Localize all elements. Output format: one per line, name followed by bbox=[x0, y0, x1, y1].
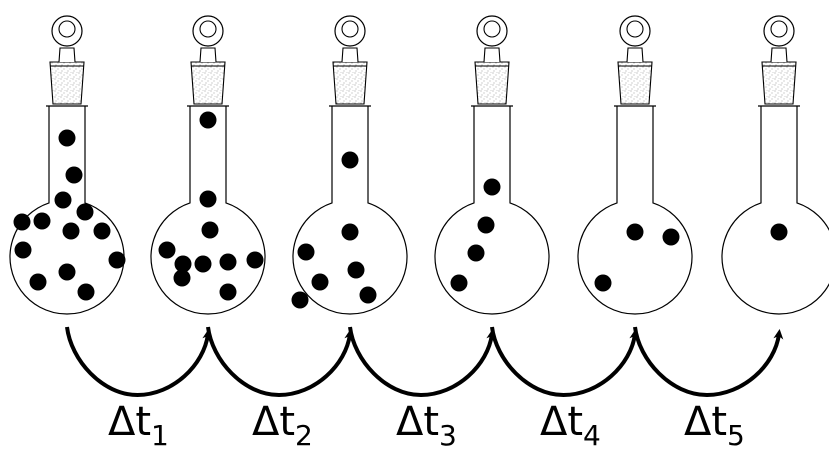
stopper bbox=[617, 61, 653, 105]
stopper bbox=[49, 61, 85, 105]
stopper-hole bbox=[341, 20, 359, 38]
interval-delta: Δt bbox=[540, 399, 584, 445]
stopper-stem bbox=[58, 47, 76, 63]
molecule-dot bbox=[194, 255, 212, 273]
molecule-dot bbox=[77, 283, 95, 301]
flask-body bbox=[150, 106, 266, 315]
stopper bbox=[474, 61, 510, 105]
molecule-dot bbox=[297, 243, 315, 261]
flask-body bbox=[9, 106, 125, 315]
interval-label-5: Δt5 bbox=[684, 399, 745, 450]
interval-delta: Δt bbox=[108, 399, 152, 445]
stopper-stem bbox=[626, 47, 644, 63]
interval-subscript: 5 bbox=[727, 419, 745, 452]
interval-subscript: 3 bbox=[439, 419, 457, 452]
molecule-dot bbox=[93, 222, 111, 240]
flask bbox=[150, 15, 266, 315]
molecule-dot bbox=[65, 166, 83, 184]
stopper-hole bbox=[770, 20, 788, 38]
stopper-stem bbox=[341, 47, 359, 63]
stopper-hole bbox=[483, 20, 501, 38]
transition-arrow bbox=[633, 326, 784, 398]
molecule-dot bbox=[770, 223, 788, 241]
molecule-dot bbox=[359, 286, 377, 304]
molecule-dot bbox=[58, 129, 76, 147]
stopper-stem bbox=[483, 47, 501, 63]
molecule-dot bbox=[14, 241, 32, 259]
molecule-dot bbox=[219, 253, 237, 271]
interval-label-1: Δt1 bbox=[108, 399, 169, 450]
molecule-dot bbox=[626, 223, 644, 241]
stopper-hole bbox=[199, 20, 217, 38]
molecule-dot bbox=[108, 251, 126, 269]
molecule-dot bbox=[173, 269, 191, 287]
stopper bbox=[332, 61, 368, 105]
molecule-dot bbox=[201, 221, 219, 239]
stopper-hole bbox=[58, 20, 76, 38]
transition-arrow bbox=[490, 326, 640, 398]
molecule-dot bbox=[450, 274, 468, 292]
molecule-dot bbox=[291, 291, 309, 309]
flask bbox=[9, 15, 126, 315]
molecule-dot bbox=[13, 213, 31, 231]
stopper bbox=[190, 61, 226, 105]
molecule-dot bbox=[174, 255, 192, 273]
stopper-hole bbox=[626, 20, 644, 38]
molecule-dot bbox=[199, 190, 217, 208]
interval-label-4: Δt4 bbox=[540, 399, 601, 450]
molecule-dot bbox=[341, 223, 359, 241]
interval-delta: Δt bbox=[684, 399, 728, 445]
molecule-dot bbox=[347, 261, 365, 279]
flask bbox=[291, 15, 408, 315]
flask-body bbox=[577, 106, 693, 315]
stopper bbox=[761, 61, 797, 105]
flask bbox=[434, 15, 550, 315]
interval-label-3: Δt3 bbox=[396, 399, 457, 450]
molecule-dot bbox=[311, 273, 329, 291]
molecule-dot bbox=[29, 273, 47, 291]
molecule-dot bbox=[341, 151, 359, 169]
flask-body bbox=[292, 106, 408, 315]
interval-delta: Δt bbox=[252, 399, 296, 445]
transition-arrow bbox=[348, 326, 497, 398]
flask-body bbox=[434, 106, 550, 315]
molecule-dot bbox=[477, 216, 495, 234]
molecule-dot bbox=[594, 274, 612, 292]
interval-subscript: 4 bbox=[583, 419, 601, 452]
molecule-dot bbox=[662, 228, 680, 246]
molecule-dot bbox=[58, 263, 76, 281]
molecule-dot bbox=[158, 241, 176, 259]
molecule-dot bbox=[76, 203, 94, 221]
molecule-dot bbox=[219, 283, 237, 301]
transition-arrow bbox=[65, 326, 213, 398]
molecule-dot bbox=[62, 222, 80, 240]
transition-arrow bbox=[206, 326, 355, 398]
interval-subscript: 2 bbox=[295, 419, 313, 452]
molecule-dot bbox=[246, 251, 264, 269]
interval-delta: Δt bbox=[396, 399, 440, 445]
molecule-dot bbox=[467, 244, 485, 262]
interval-subscript: 1 bbox=[151, 419, 169, 452]
interval-label-2: Δt2 bbox=[252, 399, 313, 450]
flask-body bbox=[721, 106, 829, 315]
molecule-dot bbox=[54, 191, 72, 209]
molecule-dot bbox=[199, 111, 217, 129]
stopper-stem bbox=[199, 47, 217, 63]
molecule-dot bbox=[33, 212, 51, 230]
flask bbox=[577, 15, 693, 315]
stopper-stem bbox=[770, 47, 788, 63]
flask bbox=[721, 15, 829, 315]
molecule-dot bbox=[483, 178, 501, 196]
